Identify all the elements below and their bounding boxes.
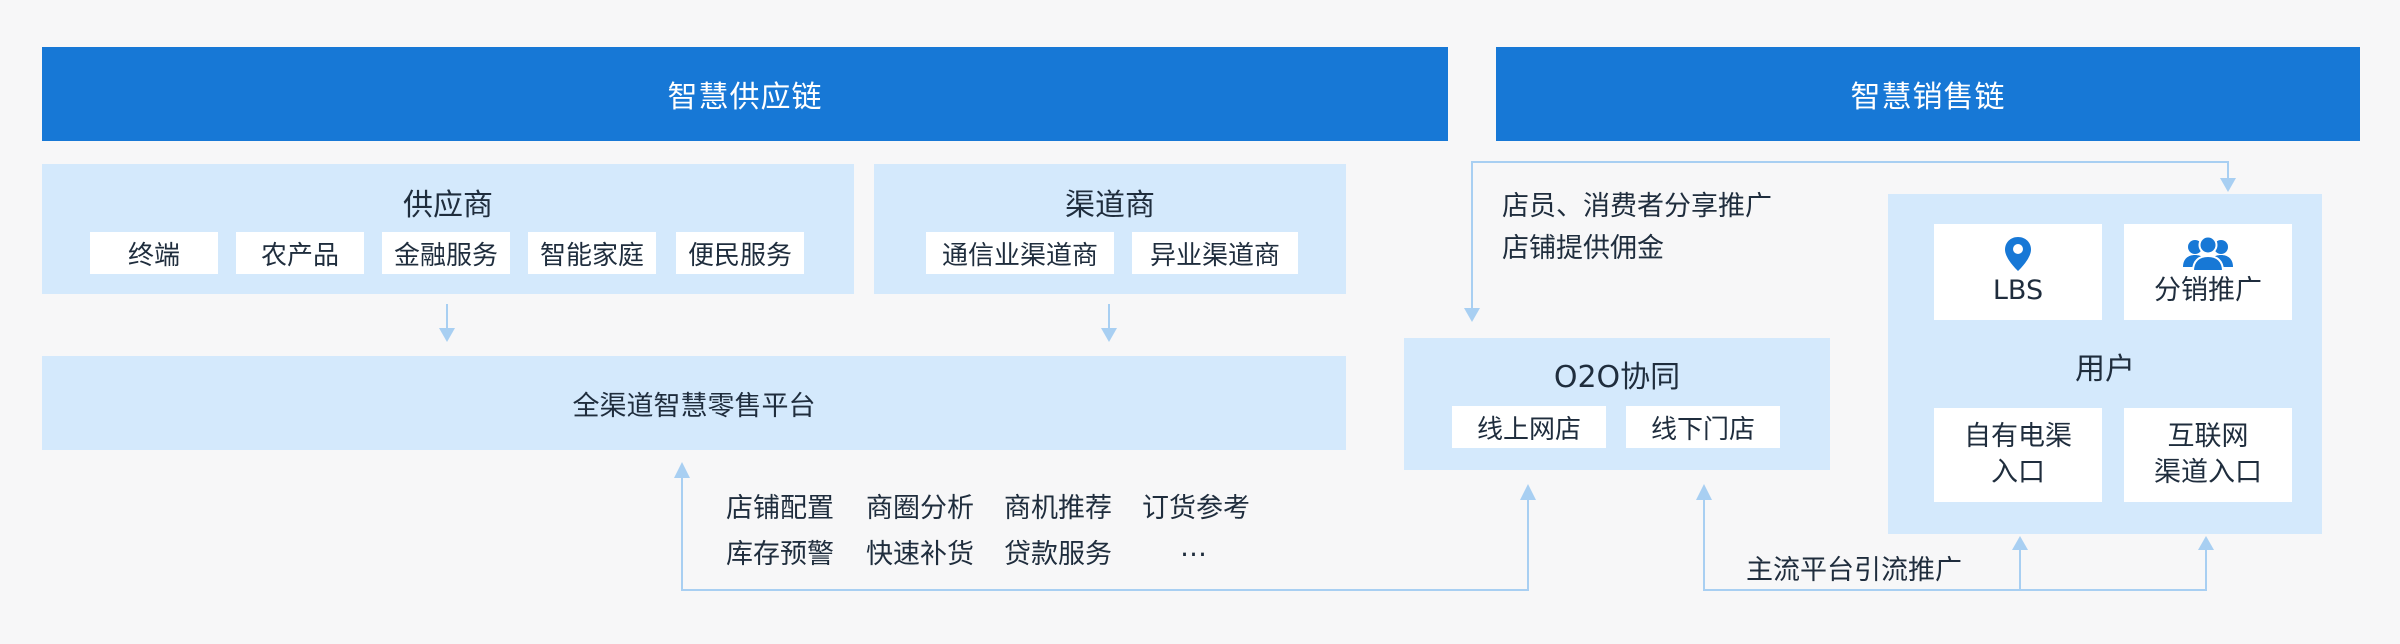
channel-title: 渠道商	[1065, 188, 1155, 223]
supply-chain-header: 智慧供应链	[42, 47, 1448, 141]
service-store-config: 店铺配置	[726, 493, 834, 524]
service-trade-area: 商圈分析	[866, 493, 974, 524]
supplier-item-agri: 农产品	[236, 232, 364, 274]
sales-chain-header: 智慧销售链	[1496, 47, 2360, 141]
o2o-panel: O2O协同 线上网店 线下门店	[1404, 338, 1830, 470]
service-restock: 快速补货	[866, 539, 974, 570]
o2o-item-offline: 线下门店	[1626, 406, 1780, 448]
service-stock-alert: 库存预警	[726, 539, 834, 570]
share-line-2: 店铺提供佣金	[1502, 233, 1664, 264]
self-channel-tile: 自有电渠 入口	[1934, 408, 2102, 502]
o2o-title: O2O协同	[1553, 360, 1681, 395]
arrow-channel-down	[1101, 328, 1117, 342]
arrow-supplier-down	[439, 328, 455, 342]
location-pin-icon	[2005, 237, 2031, 271]
distribution-label: 分销推广	[2154, 275, 2262, 306]
omnichannel-platform: 全渠道智慧零售平台	[42, 356, 1346, 450]
arrow-o2o-up-right	[1696, 484, 1712, 500]
users-title: 用户	[2075, 352, 2135, 387]
service-more: …	[1180, 532, 1207, 563]
service-order-ref: 订货参考	[1142, 493, 1250, 524]
users-group-icon	[2183, 235, 2233, 272]
service-opportunity: 商机推荐	[1004, 493, 1112, 524]
internet-line-2: 渠道入口	[2154, 457, 2262, 488]
supplier-item-convenience: 便民服务	[676, 232, 804, 274]
channel-item-crossindustry: 异业渠道商	[1132, 232, 1298, 274]
service-loan: 贷款服务	[1004, 539, 1112, 570]
lbs-tile: LBS	[1934, 224, 2102, 320]
o2o-item-online: 线上网店	[1452, 406, 1606, 448]
share-line-1: 店员、消费者分享推广	[1502, 191, 1772, 222]
supplier-title: 供应商	[403, 188, 493, 223]
channel-item-telecom: 通信业渠道商	[926, 232, 1114, 274]
distribution-tile: 分销推广	[2124, 224, 2292, 320]
arrow-platform-up	[674, 462, 690, 478]
lbs-label: LBS	[1992, 275, 2044, 306]
users-panel: LBS 分销推广 用户 自有电渠 入口 互联网 渠道入口	[1888, 194, 2322, 534]
platform-title: 全渠道智慧零售平台	[572, 390, 816, 422]
arrow-o2o-up-left	[1520, 484, 1536, 500]
supplier-item-smarthome: 智能家庭	[528, 232, 656, 274]
supplier-item-terminal: 终端	[90, 232, 218, 274]
channel-panel: 渠道商 通信业渠道商 异业渠道商	[874, 164, 1346, 294]
supplier-item-finance: 金融服务	[382, 232, 510, 274]
traffic-label: 主流平台引流推广	[1746, 555, 1962, 586]
arrow-self-channel-up	[2012, 536, 2028, 550]
arrow-internet-up	[2198, 536, 2214, 550]
self-channel-line-1: 自有电渠	[1964, 421, 2072, 452]
self-channel-line-2: 入口	[1991, 457, 2045, 488]
internet-channel-tile: 互联网 渠道入口	[2124, 408, 2292, 502]
arrow-share-down	[1464, 308, 1480, 322]
arrow-users-down	[2220, 178, 2236, 192]
supplier-panel: 供应商 终端 农产品 金融服务 智能家庭 便民服务	[42, 164, 854, 294]
internet-line-1: 互联网	[2167, 421, 2249, 452]
